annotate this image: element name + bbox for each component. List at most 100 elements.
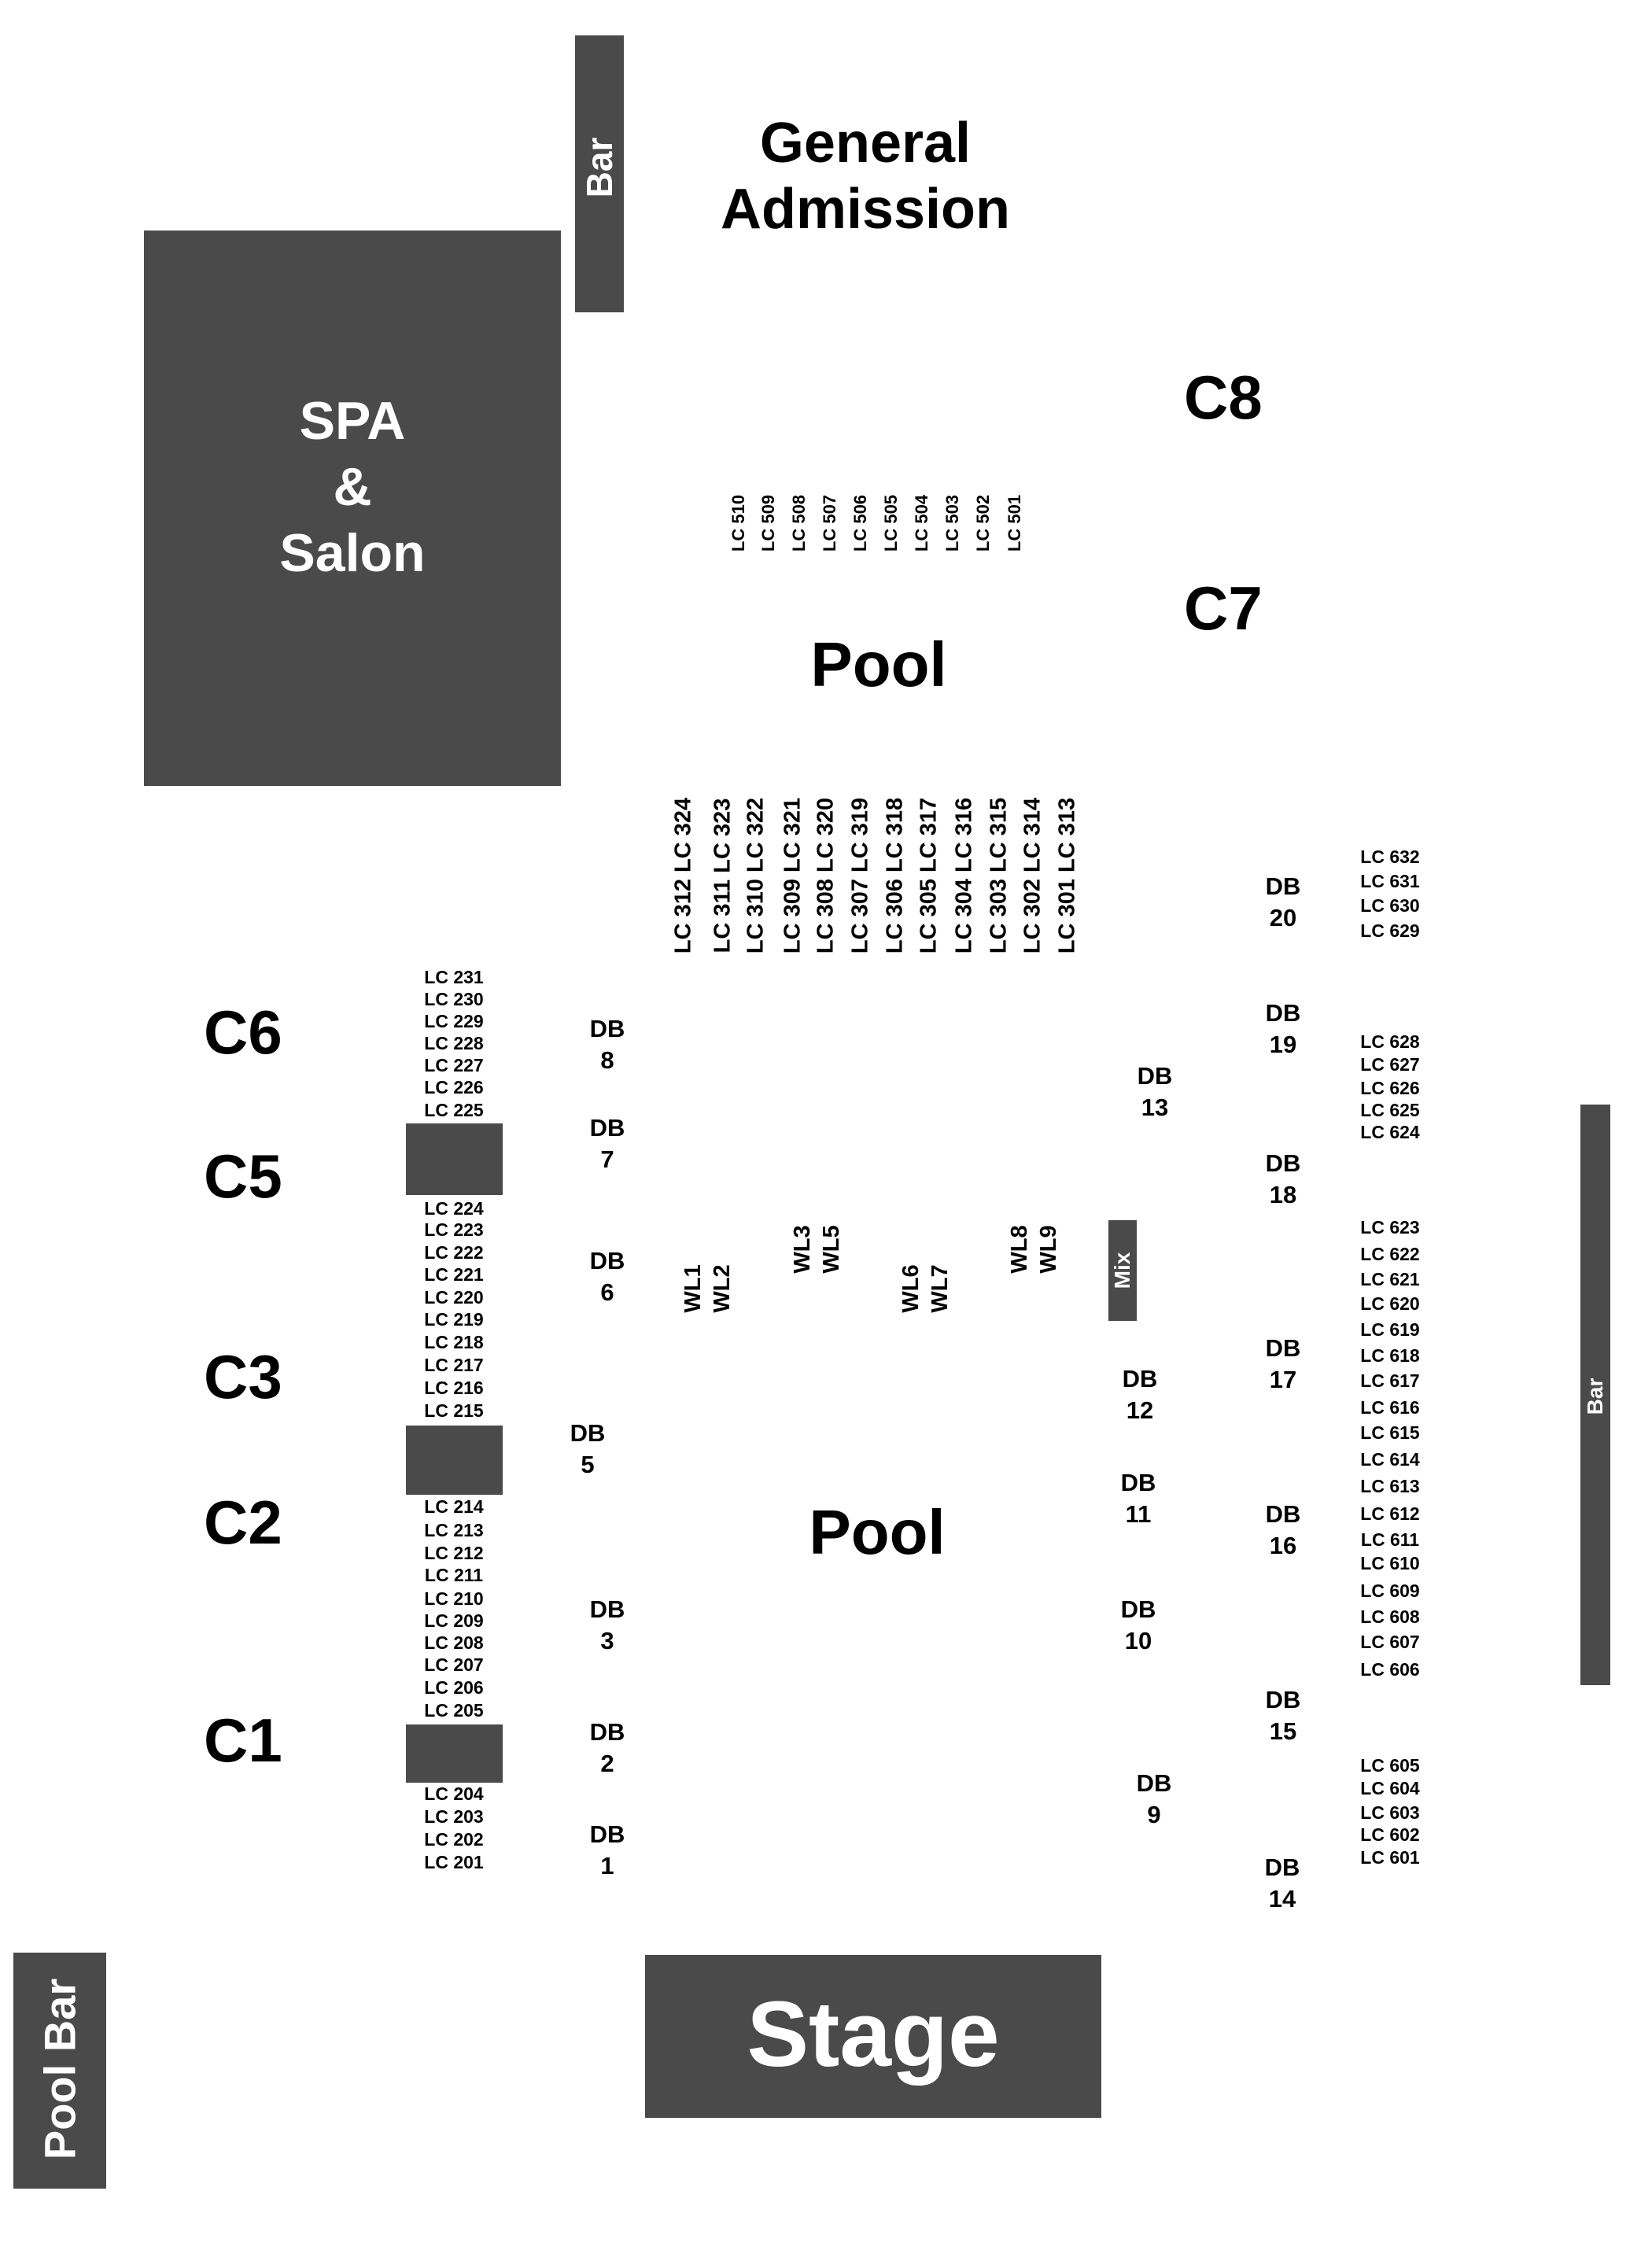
seat-lc-613[interactable]: LC 613 bbox=[1360, 1476, 1420, 1496]
seat-lc-223[interactable]: LC 223 bbox=[424, 1219, 484, 1240]
seat-lc-614[interactable]: LC 614 bbox=[1360, 1449, 1420, 1470]
seat-lc-605[interactable]: LC 605 bbox=[1360, 1755, 1420, 1776]
c3-box[interactable] bbox=[406, 1426, 503, 1495]
seat-lc-222[interactable]: LC 222 bbox=[424, 1242, 484, 1263]
c1-box[interactable] bbox=[406, 1724, 503, 1783]
seat-lc-505[interactable]: LC 505 bbox=[881, 494, 901, 552]
seat-lc-510[interactable]: LC 510 bbox=[728, 494, 748, 552]
seat-pair-lc-300-8[interactable]: LC 305 LC 317 bbox=[916, 797, 942, 954]
seat-pair-lc-300-10[interactable]: LC 303 LC 315 bbox=[986, 797, 1012, 954]
seat-lc-228[interactable]: LC 228 bbox=[424, 1033, 484, 1053]
seat-lc-624[interactable]: LC 624 bbox=[1360, 1122, 1420, 1142]
seat-lc-601[interactable]: LC 601 bbox=[1360, 1847, 1420, 1868]
seat-lc-207[interactable]: LC 207 bbox=[424, 1654, 484, 1675]
c5-box[interactable] bbox=[406, 1123, 503, 1195]
seat-lc-628[interactable]: LC 628 bbox=[1360, 1031, 1420, 1052]
seat-lc-231[interactable]: LC 231 bbox=[424, 967, 484, 987]
seat-lc-216[interactable]: LC 216 bbox=[424, 1378, 484, 1398]
section-c1[interactable]: C1 bbox=[204, 1706, 282, 1775]
seat-lc-214[interactable]: LC 214 bbox=[424, 1496, 484, 1517]
seat-lc-217[interactable]: LC 217 bbox=[424, 1355, 484, 1375]
seat-lc-620[interactable]: LC 620 bbox=[1360, 1293, 1420, 1314]
section-c7[interactable]: C7 bbox=[1184, 574, 1263, 643]
seat-lc-602[interactable]: LC 602 bbox=[1360, 1824, 1420, 1845]
seat-lc-619[interactable]: LC 619 bbox=[1360, 1319, 1420, 1340]
seat-lc-508[interactable]: LC 508 bbox=[789, 494, 809, 552]
seat-lc-230[interactable]: LC 230 bbox=[424, 989, 484, 1009]
seat-lc-507[interactable]: LC 507 bbox=[820, 494, 839, 552]
seat-lc-503[interactable]: LC 503 bbox=[942, 494, 962, 552]
seat-lc-506[interactable]: LC 506 bbox=[850, 494, 870, 552]
seat-lc-632[interactable]: LC 632 bbox=[1360, 847, 1420, 867]
seat-lc-201[interactable]: LC 201 bbox=[424, 1852, 484, 1872]
seat-lc-501[interactable]: LC 501 bbox=[1005, 494, 1024, 552]
seat-lc-211[interactable]: LC 211 bbox=[424, 1565, 484, 1585]
section-c3[interactable]: C3 bbox=[204, 1342, 282, 1411]
seat-lc-209[interactable]: LC 209 bbox=[424, 1610, 484, 1631]
seat-pair-lc-300-5[interactable]: LC 308 LC 320 bbox=[813, 797, 839, 954]
seat-lc-218[interactable]: LC 218 bbox=[424, 1332, 484, 1352]
spa-salon-area[interactable]: SPA & Salon bbox=[144, 231, 561, 786]
seat-lc-220[interactable]: LC 220 bbox=[424, 1287, 484, 1308]
seat-pair-lc-300-3[interactable]: LC 310 LC 322 bbox=[743, 797, 769, 954]
seat-lc-626[interactable]: LC 626 bbox=[1360, 1078, 1420, 1098]
seat-lc-625[interactable]: LC 625 bbox=[1360, 1100, 1420, 1120]
seat-lc-604[interactable]: LC 604 bbox=[1360, 1778, 1420, 1798]
seat-pair-lc-300-12[interactable]: LC 301 LC 313 bbox=[1054, 797, 1080, 954]
seat-lc-212[interactable]: LC 212 bbox=[424, 1543, 484, 1563]
section-c6[interactable]: C6 bbox=[204, 998, 282, 1067]
seat-lc-622[interactable]: LC 622 bbox=[1360, 1244, 1420, 1264]
seat-lc-208[interactable]: LC 208 bbox=[424, 1632, 484, 1653]
seat-lc-204[interactable]: LC 204 bbox=[424, 1783, 484, 1804]
seat-lc-226[interactable]: LC 226 bbox=[424, 1077, 484, 1097]
seat-pair-lc-300-2[interactable]: LC 311 LC 323 bbox=[710, 798, 736, 953]
seat-pair-lc-300-11[interactable]: LC 302 LC 314 bbox=[1020, 797, 1045, 954]
section-c8[interactable]: C8 bbox=[1184, 363, 1263, 432]
seat-lc-229[interactable]: LC 229 bbox=[424, 1011, 484, 1031]
seat-lc-509[interactable]: LC 509 bbox=[758, 494, 778, 552]
seat-lc-205[interactable]: LC 205 bbox=[424, 1700, 484, 1721]
seat-lc-616[interactable]: LC 616 bbox=[1360, 1397, 1420, 1418]
seat-lc-213[interactable]: LC 213 bbox=[424, 1520, 484, 1540]
seat-lc-609[interactable]: LC 609 bbox=[1360, 1581, 1420, 1601]
seat-pair-lc-300-9[interactable]: LC 304 LC 316 bbox=[951, 797, 977, 954]
seat-lc-606[interactable]: LC 606 bbox=[1360, 1659, 1420, 1680]
seat-lc-206[interactable]: LC 206 bbox=[424, 1677, 484, 1698]
seat-pair-lc-300-6[interactable]: LC 307 LC 319 bbox=[847, 797, 873, 954]
seat-lc-225[interactable]: LC 225 bbox=[424, 1100, 484, 1120]
seat-lc-221[interactable]: LC 221 bbox=[424, 1264, 484, 1285]
seat-lc-607[interactable]: LC 607 bbox=[1360, 1632, 1420, 1652]
seat-lc-630[interactable]: LC 630 bbox=[1360, 895, 1420, 916]
seat-lc-615[interactable]: LC 615 bbox=[1360, 1422, 1420, 1443]
seat-lc-618[interactable]: LC 618 bbox=[1360, 1345, 1420, 1366]
seat-lc-203[interactable]: LC 203 bbox=[424, 1806, 484, 1827]
seat-lc-227[interactable]: LC 227 bbox=[424, 1055, 484, 1075]
stage[interactable]: Stage bbox=[645, 1955, 1101, 2118]
seat-lc-627[interactable]: LC 627 bbox=[1360, 1054, 1420, 1075]
seat-lc-612[interactable]: LC 612 bbox=[1360, 1503, 1420, 1524]
seat-pair-lc-300-7[interactable]: LC 306 LC 318 bbox=[882, 797, 908, 954]
seat-lc-502[interactable]: LC 502 bbox=[973, 494, 993, 552]
section-c2[interactable]: C2 bbox=[204, 1488, 282, 1557]
